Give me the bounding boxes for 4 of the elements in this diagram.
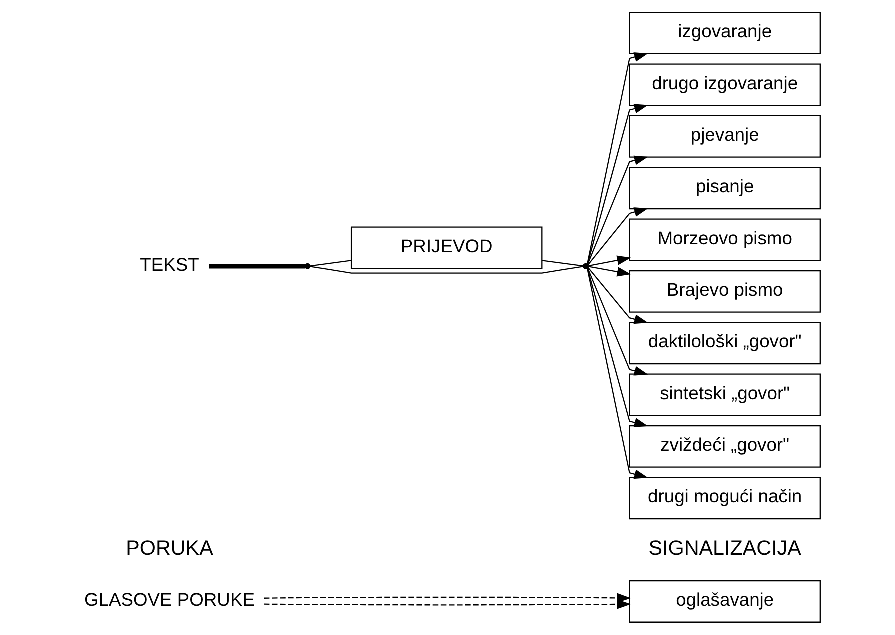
label: PORUKA <box>126 537 213 560</box>
node-text: GLASOVE PORUKE <box>84 589 254 610</box>
node-text: TEKST <box>140 254 199 275</box>
label: SIGNALIZACIJA <box>648 537 801 560</box>
